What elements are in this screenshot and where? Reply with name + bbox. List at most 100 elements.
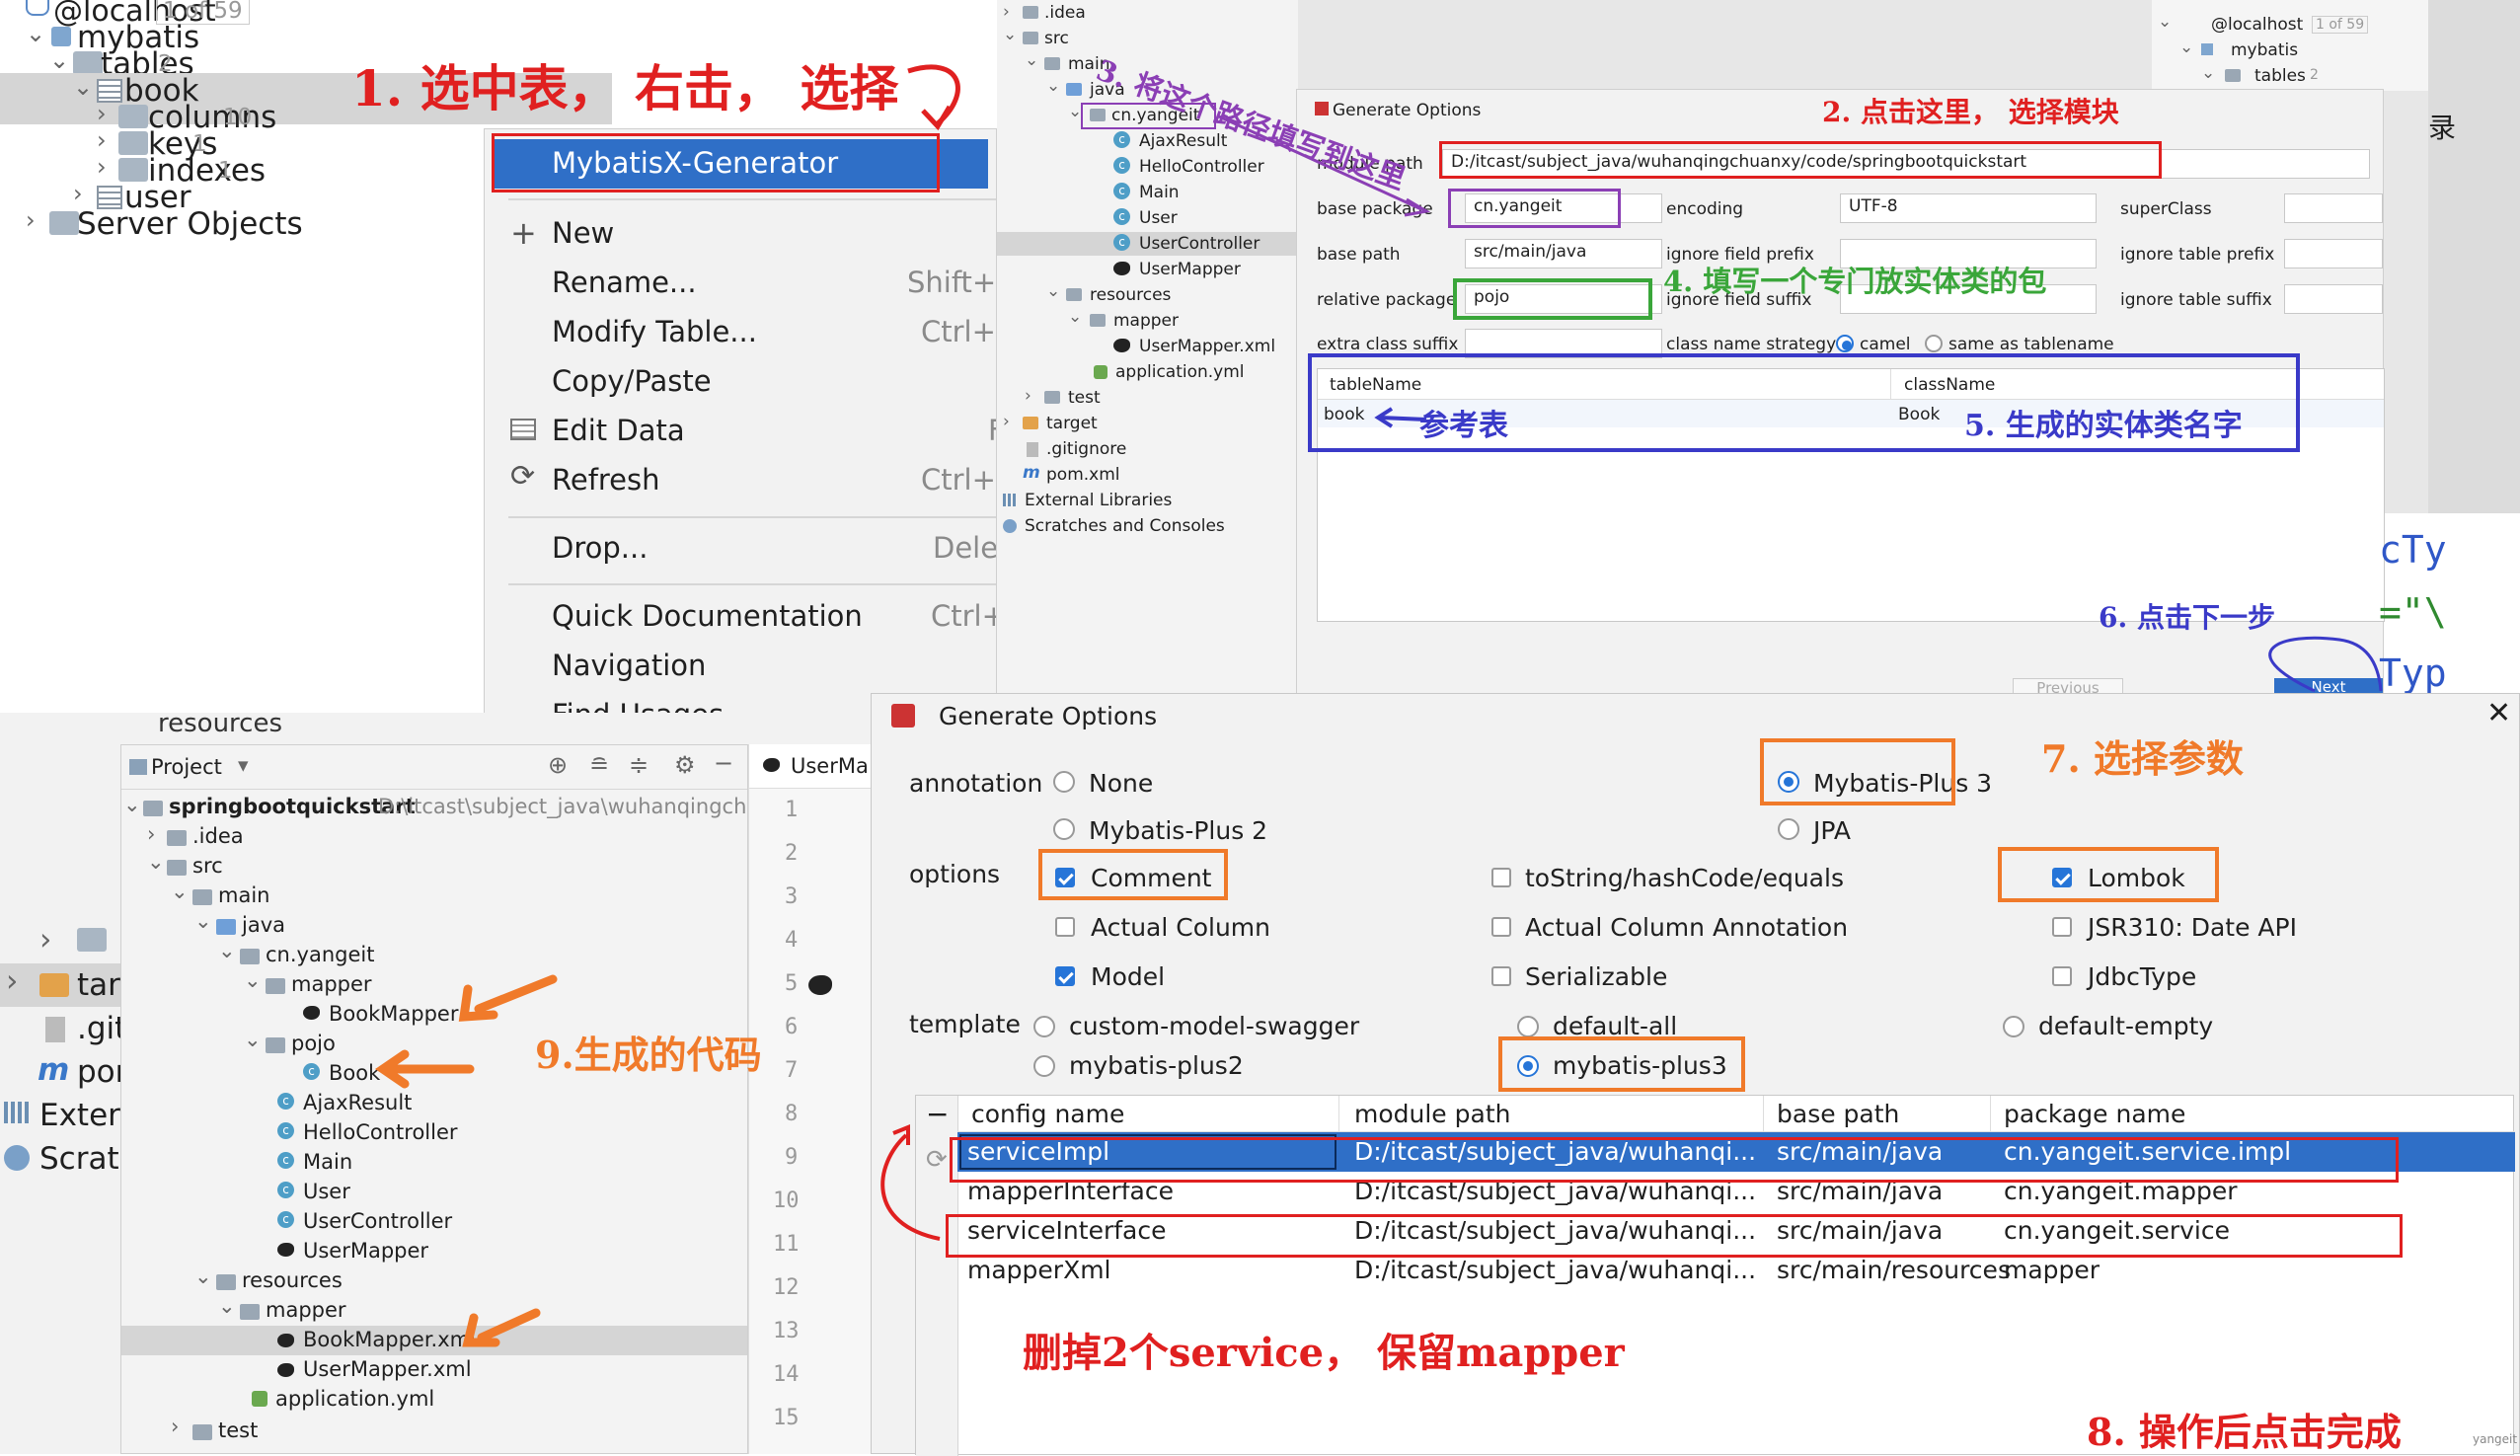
tree-test[interactable]: test [218, 1418, 259, 1442]
jsr310-checkbox[interactable] [2052, 917, 2072, 937]
chevron-down-icon[interactable]: ⌄ [1068, 307, 1083, 327]
chevron-down-icon[interactable]: ⌄ [194, 1264, 212, 1288]
mini-tables[interactable]: tables [2254, 66, 2306, 86]
annotation-none-radio[interactable] [1053, 771, 1075, 793]
tree-main[interactable]: main [218, 883, 270, 907]
chevron-down-icon[interactable]: ⌄ [218, 939, 236, 962]
tree-resources[interactable]: resources [242, 1268, 343, 1292]
chevron-down-icon[interactable]: ⌄ [49, 46, 70, 74]
superclass-field[interactable] [2284, 193, 2383, 223]
dropdown-icon[interactable]: ▾ [238, 753, 249, 777]
tree-cn-yangeit[interactable]: cn.yangeit [266, 943, 375, 966]
ignore-field-prefix-field[interactable] [1840, 239, 2097, 268]
cell-module[interactable]: D:/itcast/subject_java/wuhanqi... [1354, 1256, 1757, 1284]
camel-radio[interactable] [1836, 335, 1854, 352]
cell-base[interactable]: src/main/resources [1777, 1256, 2011, 1284]
menu-item-refresh[interactable]: Refresh [552, 463, 660, 497]
jdbctype-checkbox[interactable] [2052, 966, 2072, 986]
mini-connection[interactable]: @localhost [2211, 15, 2304, 35]
chevron-down-icon[interactable]: ⌄ [1046, 281, 1061, 301]
tree-idea[interactable]: .idea [1044, 3, 1086, 23]
tree-usermapper[interactable]: UserMapper [1139, 260, 1241, 279]
annotation-jpa-radio[interactable] [1778, 818, 1799, 840]
tree-idea[interactable]: .idea [192, 824, 244, 848]
chevron-down-icon[interactable]: ⌄ [194, 909, 212, 933]
menu-item-drop[interactable]: Drop... [552, 531, 649, 565]
tpl-default-empty-radio[interactable] [2003, 1016, 2024, 1037]
chevron-right-icon[interactable]: › [171, 1415, 180, 1438]
chevron-right-icon[interactable]: › [97, 126, 107, 154]
row-classname[interactable]: Book [1898, 405, 1941, 424]
refresh-icon[interactable]: ⟳ [926, 1145, 948, 1175]
tree-main-class[interactable]: Main [1139, 183, 1180, 202]
relative-package-field[interactable]: pojo [1465, 284, 1662, 314]
tree-src[interactable]: src [1044, 29, 1069, 48]
columns-node[interactable]: columns [148, 100, 277, 135]
chevron-down-icon[interactable]: ⌄ [2201, 63, 2216, 83]
crosshair-icon[interactable]: ⊕ [548, 751, 569, 779]
chevron-down-icon[interactable]: ⌄ [147, 850, 165, 874]
tree-java[interactable]: java [1090, 80, 1125, 100]
mini-db[interactable]: mybatis [2231, 40, 2299, 60]
row-tablename[interactable]: book [1324, 405, 1365, 424]
comment-checkbox[interactable] [1055, 868, 1075, 887]
model-checkbox[interactable] [1055, 966, 1075, 986]
chevron-right-icon[interactable]: › [147, 822, 156, 846]
tree-test[interactable]: test [1068, 388, 1101, 408]
actual-column-checkbox[interactable] [1055, 917, 1075, 937]
tpl-mp3-radio[interactable] [1517, 1055, 1539, 1077]
cell-config[interactable]: serviceImpl [967, 1137, 1110, 1166]
cell-module[interactable]: D:/itcast/subject_java/wuhanqi... [1354, 1216, 1757, 1245]
tree-ajaxresult[interactable]: AjaxResult [1139, 131, 1228, 151]
tree-bookmapper[interactable]: BookMapper [329, 1002, 459, 1026]
tree-user[interactable]: User [303, 1180, 350, 1203]
menu-item-modify-table[interactable]: Modify Table... [552, 315, 757, 348]
ignore-field-suffix-field[interactable] [1840, 284, 2097, 314]
chevron-down-icon[interactable]: ⌄ [123, 793, 141, 816]
tree-hellocontroller[interactable]: HelloController [1139, 157, 1264, 177]
minimize-icon[interactable]: − [714, 749, 734, 777]
tpl-mp2-radio[interactable] [1033, 1055, 1055, 1077]
menu-item-quick-documentation[interactable]: Quick Documentation [552, 599, 863, 633]
chevron-down-icon[interactable]: ⌄ [2179, 38, 2194, 57]
menu-item-navigation[interactable]: Navigation [552, 649, 707, 682]
annotation-mp2-radio[interactable] [1053, 818, 1075, 840]
db-mybatis[interactable]: mybatis [77, 20, 200, 55]
chevron-down-icon[interactable]: ⌄ [171, 880, 189, 903]
cell-package[interactable]: cn.yangeit.service.impl [2004, 1137, 2292, 1166]
keys-node[interactable]: keys [148, 126, 218, 162]
indexes-node[interactable]: indexes [148, 153, 267, 189]
tree-usercontroller[interactable]: UserController [1139, 234, 1260, 254]
cell-module[interactable]: D:/itcast/subject_java/wuhanqi... [1354, 1137, 1757, 1166]
tree-user[interactable]: User [1139, 208, 1178, 228]
chevron-right-icon[interactable]: › [26, 206, 36, 234]
menu-item-edit-data[interactable]: Edit Data [552, 414, 685, 447]
tree-book[interactable]: Book [329, 1061, 381, 1085]
chevron-down-icon[interactable]: ⌄ [1025, 50, 1039, 70]
chevron-down-icon[interactable]: ⌄ [1046, 76, 1061, 96]
chevron-down-icon[interactable]: ⌄ [218, 1294, 236, 1318]
tree-mapper-res[interactable]: mapper [266, 1298, 346, 1322]
gear-icon[interactable]: ⚙ [674, 751, 696, 779]
tree-usermapper-xml[interactable]: UserMapper.xml [1139, 337, 1276, 356]
tree-pojo[interactable]: pojo [291, 1032, 336, 1055]
cell-base[interactable]: src/main/java [1777, 1216, 1944, 1245]
tree-application-yml[interactable]: application.yml [1115, 362, 1245, 382]
tree-ajaxresult[interactable]: AjaxResult [303, 1091, 413, 1114]
cell-base[interactable]: src/main/java [1777, 1137, 1944, 1166]
chevron-down-icon[interactable]: ⌄ [244, 968, 262, 992]
server-objects-node[interactable]: Server Objects [77, 206, 303, 242]
tree-root[interactable]: springbootquickstart [169, 795, 416, 818]
tpl-swagger-radio[interactable] [1033, 1016, 1055, 1037]
tree-usermapper[interactable]: UserMapper [303, 1239, 429, 1263]
menu-item-rename[interactable]: Rename... [552, 266, 697, 299]
tree-cn-yangeit[interactable]: cn.yangeit [1111, 106, 1200, 125]
ignore-table-prefix-field[interactable] [2284, 239, 2383, 268]
annotation-mp3-radio[interactable] [1778, 771, 1799, 793]
cell-package[interactable]: cn.yangeit.service [2004, 1216, 2230, 1245]
chevron-down-icon[interactable]: ⌄ [2158, 12, 2173, 32]
base-package-field[interactable]: cn.yangeit [1465, 193, 1662, 223]
chevron-down-icon[interactable]: ⌄ [73, 73, 94, 101]
tree-mapper[interactable]: mapper [1113, 311, 1180, 331]
menu-item-new[interactable]: New [552, 216, 615, 250]
